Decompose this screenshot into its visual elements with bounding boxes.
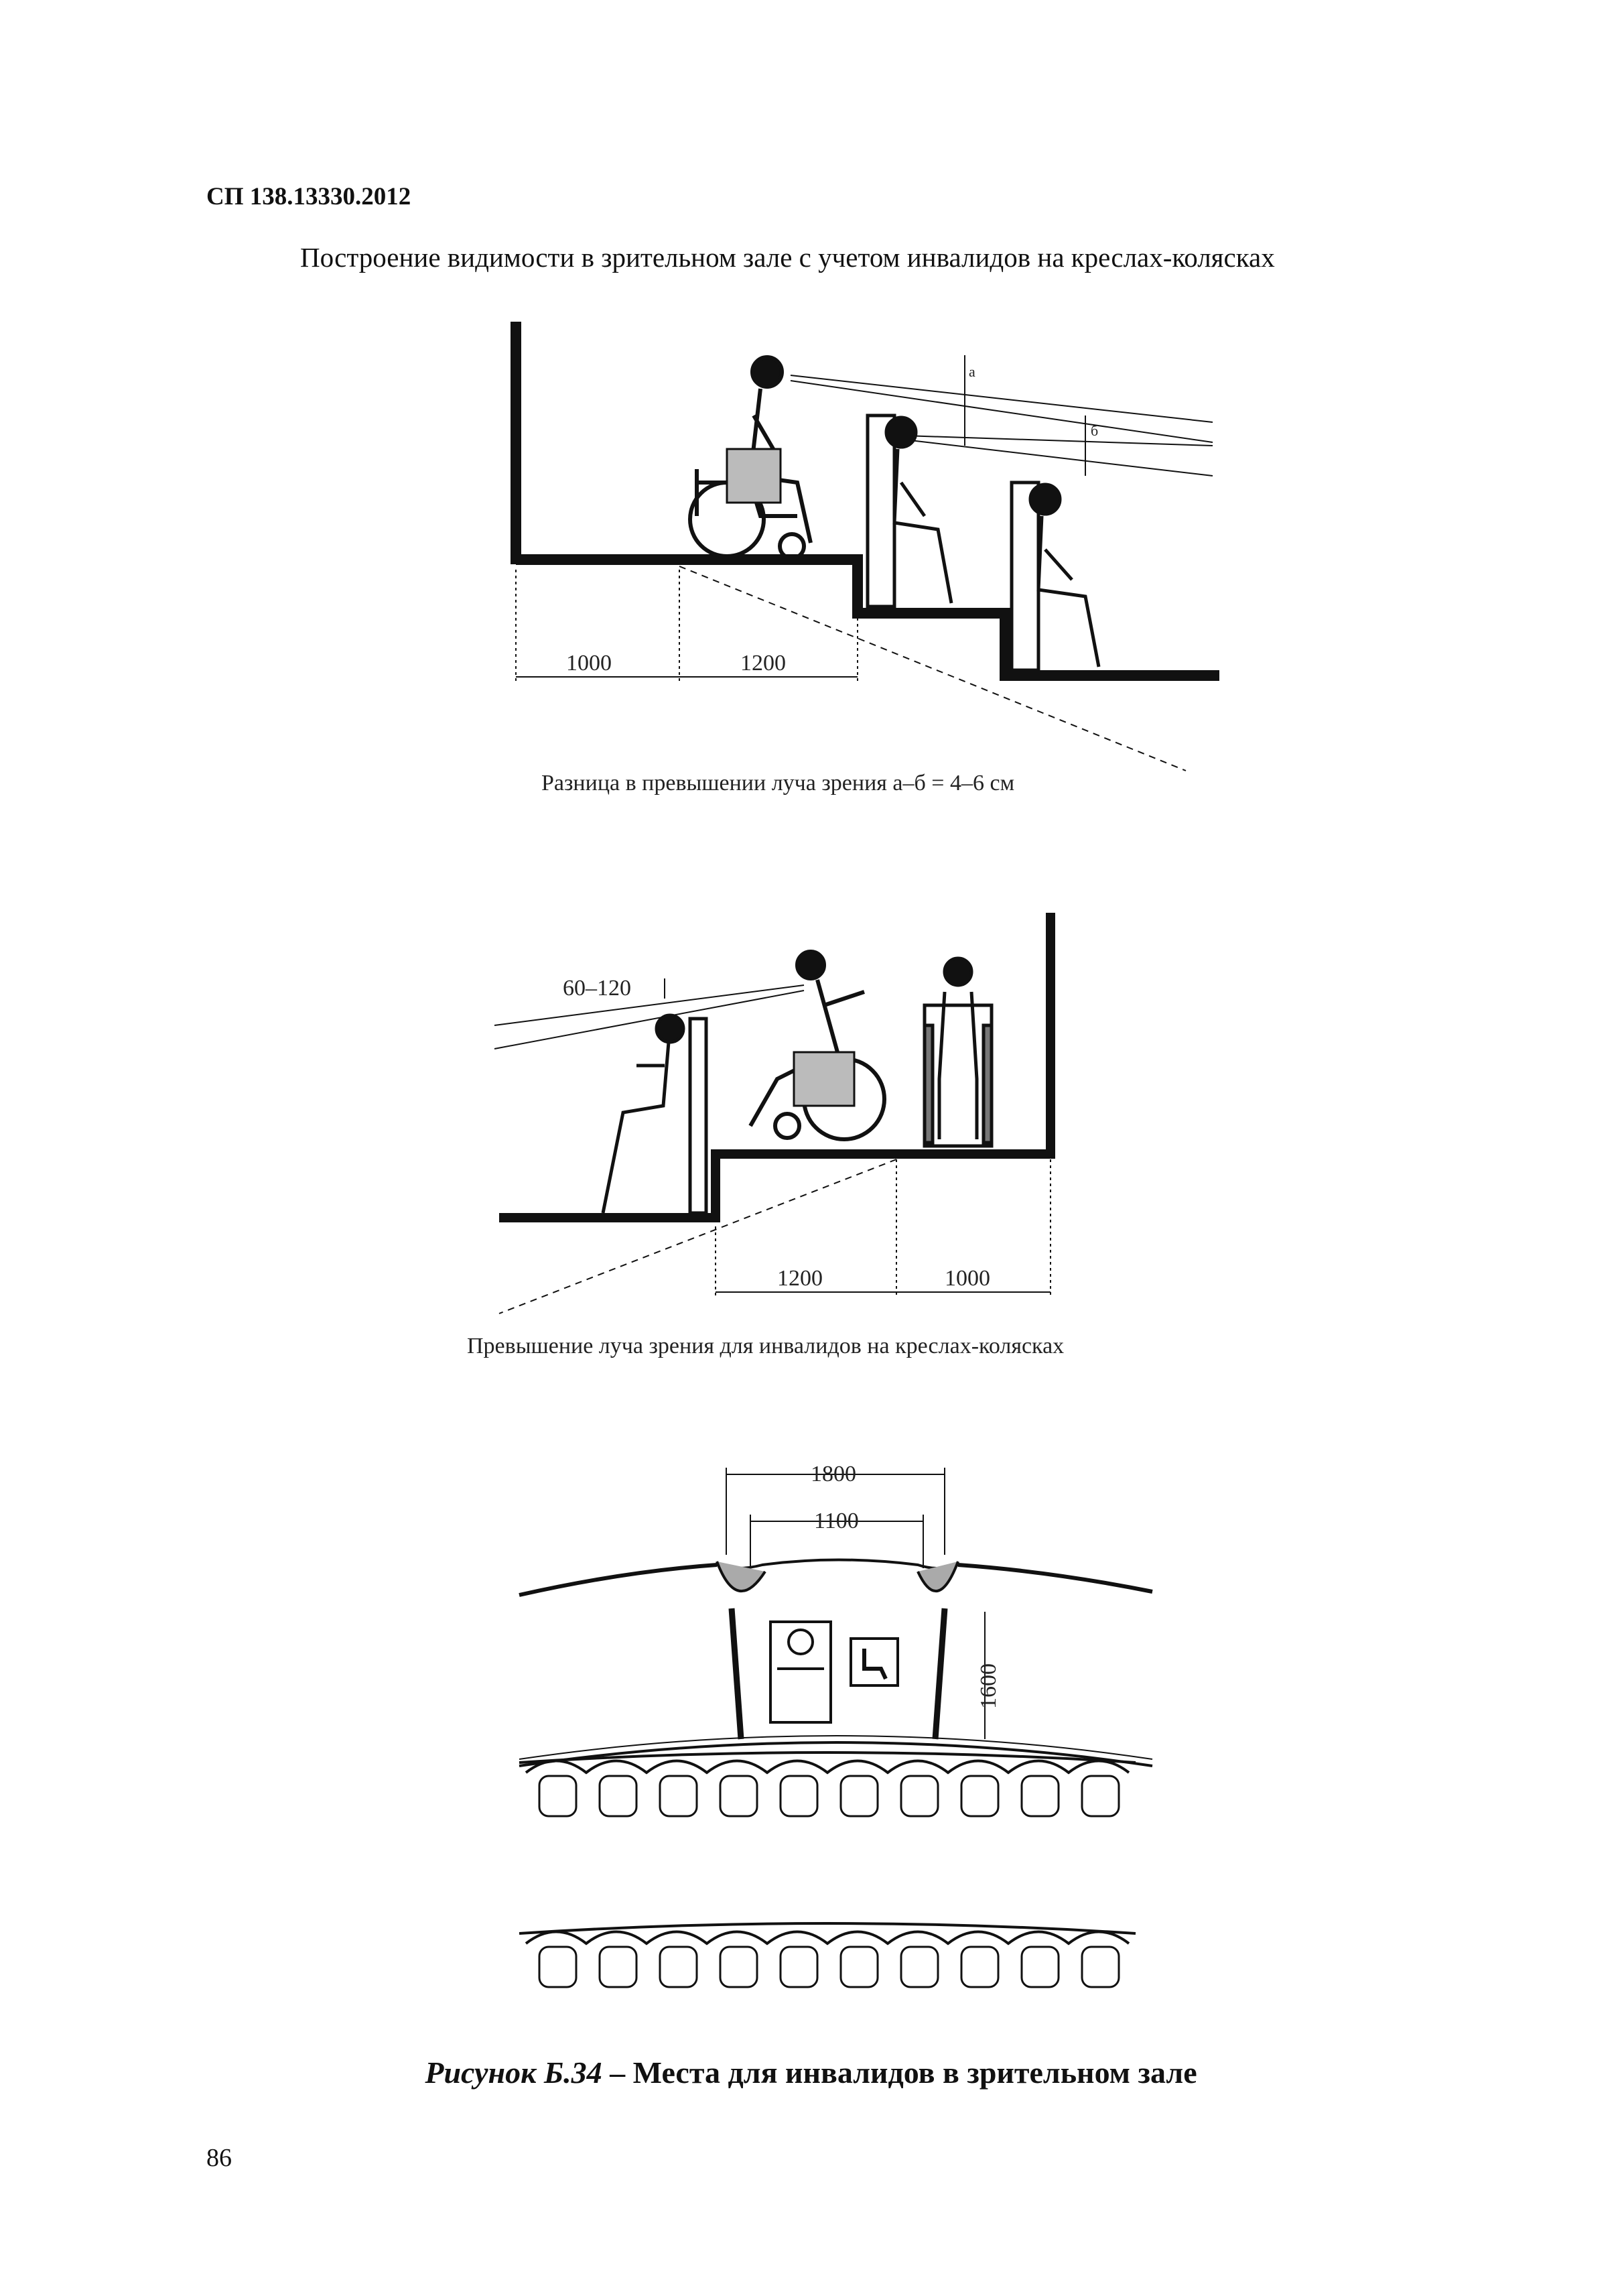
seated-spectator-icon — [866, 413, 1101, 672]
seated-spectator-icon — [601, 1013, 708, 1215]
figure-number: Рисунок Б.34 — [425, 2055, 602, 2090]
figure-caption: Рисунок Б.34 – Места для инвалидов в зри… — [0, 2055, 1622, 2090]
wheelchair-user-icon — [748, 950, 886, 1141]
wheelchair-top-icon — [769, 1620, 832, 1724]
figure-caption-text: Места для инвалидов в зрительном зале — [632, 2055, 1197, 2090]
dimension-label: 1000 — [566, 651, 612, 676]
dimension-label: 1200 — [740, 651, 786, 676]
wheelchair-bay-plan: 1800 1100 1600 — [519, 1462, 1153, 1767]
mark-label: б — [1091, 422, 1098, 439]
caption-separator: – — [602, 2055, 633, 2090]
dimension-label: 1000 — [945, 1266, 990, 1291]
accessibility-sign-icon — [850, 1637, 899, 1687]
dimension-label: 1800 — [811, 1462, 856, 1486]
mark-label: а — [969, 363, 975, 380]
figure-heading: Построение видимости в зрительном зале с… — [300, 242, 1275, 273]
dimension-label: 1100 — [814, 1509, 859, 1533]
panel1-caption: Разница в превышении луча зрения а–б = 4… — [541, 771, 1015, 795]
wheelchair-user-front-icon — [923, 956, 994, 1148]
sightline-diagram-front: 60–120 1200 1000 — [494, 913, 1055, 1314]
page-number: 86 — [206, 2144, 232, 2172]
wheelchair-user-icon — [688, 355, 813, 560]
document-code: СП 138.13330.2012 — [206, 183, 411, 210]
offset-label: 60–120 — [563, 976, 631, 1001]
panel2-caption: Превышение луча зрения для инвалидов на … — [467, 1334, 1065, 1358]
seat-row — [519, 1922, 1136, 1988]
dimension-label: 1600 — [976, 1663, 1001, 1709]
sightline-diagram-rear: 1000 1200 а б — [511, 322, 1219, 771]
seat-row — [519, 1751, 1136, 1817]
dimension-label: 1200 — [777, 1266, 823, 1291]
